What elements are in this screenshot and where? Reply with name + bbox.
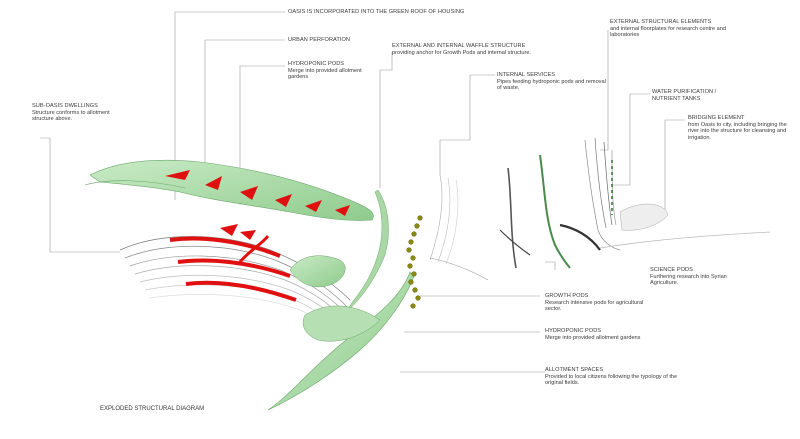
label-desc: NUTRIENT TANKS (652, 95, 701, 102)
label-desc: Pipes feeding hydroponic pods and remova… (497, 78, 606, 92)
label-growth-pods: GROWTH PODS Research intensive pods for … (545, 293, 645, 313)
waffle-structure (429, 167, 531, 281)
label-desc: Merge into provided allotment gardens (288, 67, 362, 81)
label-hydroponic-bottom: HYDROPONIC PODS Merge into provided allo… (545, 328, 675, 341)
label-title: SCIENCE PODS (650, 267, 693, 273)
label-title: WATER PURIFICATION / (652, 89, 717, 95)
external-structure (539, 137, 621, 269)
label-hydroponic-top: HYDROPONIC PODS Merge into provided allo… (288, 61, 378, 81)
label-desc: from Oasis to city, including bringing t… (688, 121, 787, 141)
label-external-structural: EXTERNAL STRUCTURAL ELEMENTS and interna… (610, 19, 735, 39)
label-allotment: ALLOTMENT SPACES Provided to local citiz… (545, 367, 680, 387)
label-desc: providing anchor for Growth Pods and int… (392, 49, 531, 56)
label-title: INTERNAL SERVICES (497, 72, 556, 78)
green-roof-surface (84, 159, 374, 240)
label-title: HYDROPONIC PODS (545, 328, 602, 334)
label-title: ALLOTMENT SPACES (545, 367, 604, 373)
label-desc: Provided to local citizens following the… (545, 373, 678, 387)
label-desc: and internal floorplates for research ce… (610, 25, 726, 39)
label-science-pods: SCIENCE PODS Furthering research into Sy… (650, 267, 740, 287)
label-title: GROWTH PODS (545, 293, 589, 299)
label-title: SUB-OASIS DWELLINGS (32, 103, 98, 109)
label-title: EXTERNAL AND INTERNAL WAFFLE STRUCTURE (392, 43, 526, 49)
label-sub-oasis: SUB-OASIS DWELLINGS Structure conforms t… (32, 103, 112, 123)
leader-lines (40, 11, 685, 373)
label-oasis-roof: OASIS IS INCORPORATED INTO THE GREEN ROO… (288, 9, 464, 16)
bridging-element (599, 203, 771, 249)
diagram-caption: EXPLODED STRUCTURAL DIAGRAM (100, 406, 205, 412)
label-water-purification: WATER PURIFICATION / NUTRIENT TANKS (652, 89, 716, 102)
label-title: EXTERNAL STRUCTURAL ELEMENTS (610, 19, 712, 25)
label-urban-perforation: URBAN PERFORATION (288, 37, 350, 44)
label-desc: Structure conforms to allotment structur… (32, 109, 110, 123)
growth-pods (406, 215, 423, 309)
label-title: HYDROPONIC PODS (288, 61, 345, 67)
label-bridging: BRIDGING ELEMENT from Oasis to city, inc… (688, 115, 798, 141)
label-desc: Furthering research into Syrian Agricult… (650, 273, 727, 287)
label-title: BRIDGING ELEMENT (688, 115, 745, 121)
label-internal-services: INTERNAL SERVICES Pipes feeding hydropon… (497, 72, 612, 92)
label-title: URBAN PERFORATION (288, 37, 350, 43)
label-desc: Merge into provided allotment gardens (545, 334, 641, 341)
label-waffle: EXTERNAL AND INTERNAL WAFFLE STRUCTURE p… (392, 43, 532, 56)
label-desc: Research intensive pods for agricultural… (545, 299, 644, 313)
green-ribbons (267, 189, 415, 411)
label-title: OASIS IS INCORPORATED INTO THE GREEN ROO… (288, 9, 465, 15)
